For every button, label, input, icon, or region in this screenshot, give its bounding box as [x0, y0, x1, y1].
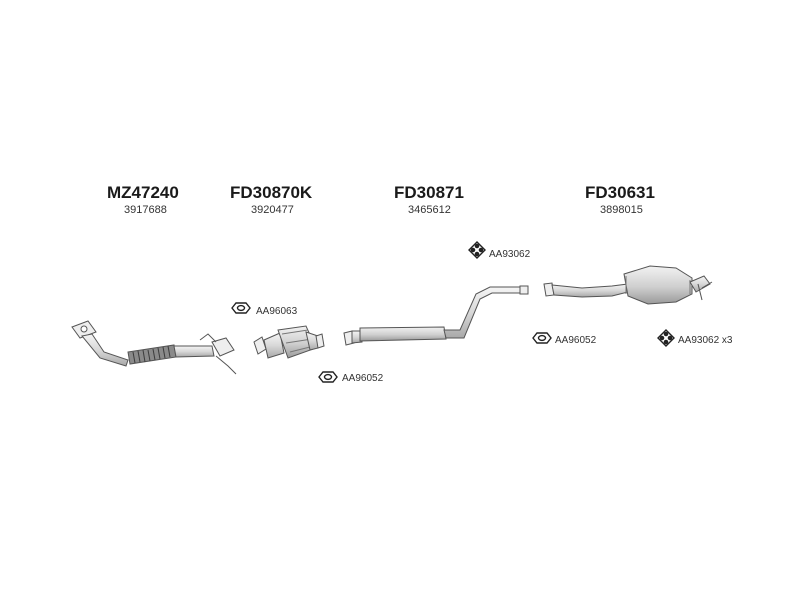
part-ref-middle-silencer: 3465612: [408, 204, 451, 216]
part-code-middle-silencer: FD30871: [394, 183, 464, 202]
label-hanger-rear: AA93062 x3: [678, 335, 733, 346]
rubber-hanger-icon: [468, 241, 486, 259]
label-gasket-cat-bottom: AA96052: [342, 373, 384, 384]
part-ref-rear-silencer: 3898015: [600, 204, 643, 216]
part-ref-front-pipe: 3917688: [124, 204, 167, 216]
label-hanger-upper: AA93062: [489, 249, 531, 260]
part-code-rear-silencer: FD30631: [585, 183, 655, 202]
part-code-front-pipe: MZ47240: [107, 183, 179, 202]
catalytic-converter: [253, 325, 325, 359]
rubber-hanger-icon: [657, 329, 675, 347]
gasket-icon: [231, 302, 251, 314]
label-gasket-cat-top: AA96063: [256, 306, 298, 317]
rear-silencer: [543, 265, 713, 305]
middle-silencer: [343, 285, 529, 346]
label-gasket-rear: AA96052: [555, 335, 597, 346]
gasket-icon: [532, 332, 552, 344]
gasket-icon: [318, 371, 338, 383]
front-pipe: [71, 320, 237, 375]
part-ref-catalytic-converter: 3920477: [251, 204, 294, 216]
part-code-catalytic-converter: FD30870K: [230, 183, 313, 202]
